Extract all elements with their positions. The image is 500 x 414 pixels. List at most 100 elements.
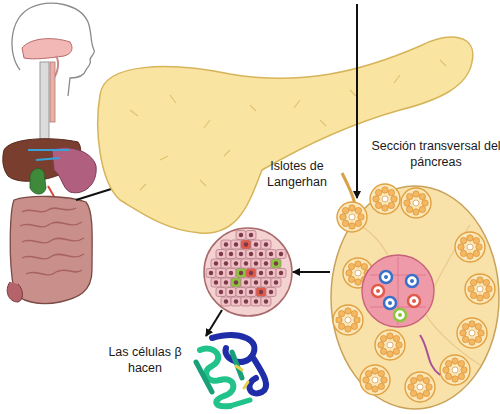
islet-circle-shape-part — [219, 252, 223, 256]
cross-section-shape-part — [345, 308, 351, 314]
cross-section-shape-part — [342, 207, 348, 213]
cross-section-shape-part — [372, 386, 378, 392]
islet-circle-shape-part — [244, 261, 248, 265]
cross-section-shape-part — [373, 196, 379, 202]
islet-circle-shape-part — [244, 280, 248, 284]
islet-circle-shape-part — [241, 259, 251, 268]
pancreas-part — [130, 60, 446, 190]
islet-circle-shape-part — [249, 271, 253, 275]
cross-section-shape-part — [458, 360, 464, 366]
cross-section-shape-part — [363, 377, 369, 383]
cross-section-shape — [330, 185, 500, 410]
cross-section-shape-part — [358, 214, 364, 220]
cross-section-shape-part — [422, 200, 428, 206]
islet-circle-shape-part — [241, 278, 251, 287]
islet-circle-shape-part — [261, 278, 271, 287]
cross-section-shape-part — [404, 200, 410, 206]
cross-section-shape-part — [401, 188, 431, 218]
cross-section-shape-part — [346, 270, 352, 276]
pointer-arrow — [356, 4, 358, 198]
cross-section-shape-part — [355, 220, 361, 226]
human-body-part — [30, 169, 46, 194]
cross-section-shape-part — [477, 295, 483, 301]
cross-section-shape-part — [384, 275, 388, 279]
cross-section-shape-part — [355, 270, 361, 276]
cross-section-shape-part — [387, 342, 393, 348]
islet-circle-shape-part — [249, 252, 253, 256]
islet-circle-shape-part — [236, 288, 246, 297]
islet-circle-shape-part — [276, 250, 286, 259]
islet-circle-shape-part — [224, 280, 228, 284]
cross-section-shape-part — [345, 326, 351, 332]
cross-section-shape-part — [413, 200, 419, 206]
cross-section-shape-part — [351, 323, 357, 329]
islet-circle: Islotes de Langerhan — [203, 227, 293, 317]
cross-section-shape-part — [408, 384, 414, 390]
islet-circle-shape-part — [206, 269, 216, 278]
islet-circle-shape-part — [269, 271, 273, 275]
cross-section-shape-part — [393, 335, 399, 341]
cross-section-shape-part — [461, 367, 467, 373]
cross-section-shape-part — [413, 191, 419, 197]
islet-circle-shape-part — [266, 288, 276, 297]
islet-circle-shape-part — [269, 252, 273, 256]
islet-circle-shape-part — [251, 259, 261, 268]
islet-circle-shape-part — [259, 252, 263, 256]
islet-circle-shape-part — [269, 290, 273, 294]
islet-circle-shape-part — [244, 299, 248, 303]
islet-circle-shape-part — [226, 269, 236, 278]
islet-circle-shape-part — [261, 240, 271, 249]
cross-section-shape-part — [477, 286, 483, 292]
islet-circle-shape-part — [221, 240, 231, 249]
human-body — [3, 3, 96, 303]
cross-section-shape-part — [475, 336, 481, 342]
cross-section-shape-part — [458, 373, 464, 379]
islet-circle-shape-part — [246, 250, 256, 259]
islet-circle-shape-part — [271, 278, 281, 287]
islet-circle-shape-part — [211, 278, 221, 287]
islet-circle-shape-part — [256, 288, 266, 297]
cross-section-shape-part — [486, 286, 492, 292]
cross-section-shape-part — [378, 370, 384, 376]
islet-circle-shape-part — [246, 231, 256, 240]
cross-section-shape-part — [349, 223, 355, 229]
islet-circle-shape-part — [209, 271, 213, 275]
cross-section-shape-part — [391, 196, 397, 202]
islet-circle-shape-part — [254, 261, 258, 265]
human-body-part — [10, 196, 92, 303]
cross-section-shape-part — [468, 286, 474, 292]
cross-section-shape-part — [396, 342, 402, 348]
caption-label: Las células β hacen — [104, 344, 186, 376]
pancreas — [98, 37, 473, 233]
cross-section-shape-part — [452, 376, 458, 382]
islet-circle-shape-part — [261, 297, 271, 306]
islet-circle-shape-part — [236, 250, 246, 259]
islet-circle-shape-part — [251, 240, 261, 249]
cross-section-shape-part — [333, 305, 363, 335]
cross-section-shape-part — [388, 202, 394, 208]
islet-circle-shape-part — [204, 228, 292, 316]
human-body-part — [7, 282, 22, 302]
cross-section-shape-part — [408, 295, 420, 307]
cross-section-shape-part — [460, 250, 466, 256]
cross-section-shape-part — [465, 274, 495, 304]
cross-section-shape-part — [455, 232, 485, 262]
islet-circle-shape-part — [219, 271, 223, 275]
cross-section-shape-part — [387, 333, 393, 339]
cross-section-shape-part — [406, 206, 412, 212]
islet-circle-shape-part — [239, 233, 243, 237]
cross-section-shape-part — [417, 384, 423, 390]
cross-section-shape-part — [355, 261, 361, 267]
cross-section-shape-part — [382, 196, 388, 202]
cross-section-shape-part — [384, 297, 396, 309]
pointer-arrow — [206, 310, 222, 336]
cross-section-shape-part — [440, 355, 470, 385]
cross-section-shape-part — [406, 193, 412, 199]
cross-section-shape-part — [473, 237, 479, 243]
cross-section-shape-part — [419, 193, 425, 199]
islet-circle-shape-part — [221, 297, 231, 306]
islet-circle-shape-part — [279, 252, 283, 256]
cross-section-shape-part — [412, 299, 416, 303]
cross-section-shape-part — [443, 367, 449, 373]
